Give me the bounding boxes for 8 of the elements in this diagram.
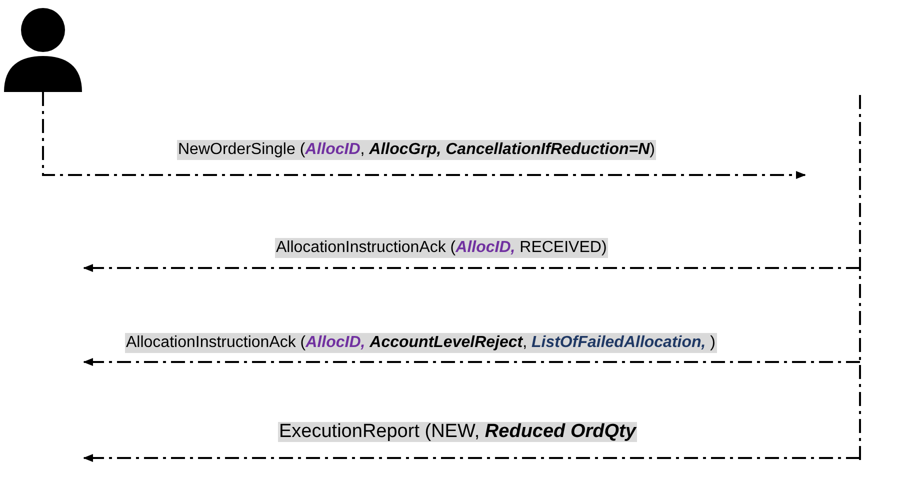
arrow — [42, 92, 806, 179]
edge-label: NewOrderSingle (AllocID, AllocGrp, CancellationIfReduction=N) — [177, 140, 656, 160]
arrow — [83, 264, 860, 272]
edge-label: AllocationInstructionAck (AllocID, RECEIVED) — [275, 238, 608, 258]
edge-label: ExecutionReport (NEW, Reduced OrdQty — [278, 422, 637, 442]
arrow — [83, 454, 860, 462]
arrow — [83, 358, 860, 366]
edge-label: AllocationInstructionAck (AllocID, AccountLevelReject, ListOfFailedAllocation, ) — [125, 333, 716, 353]
